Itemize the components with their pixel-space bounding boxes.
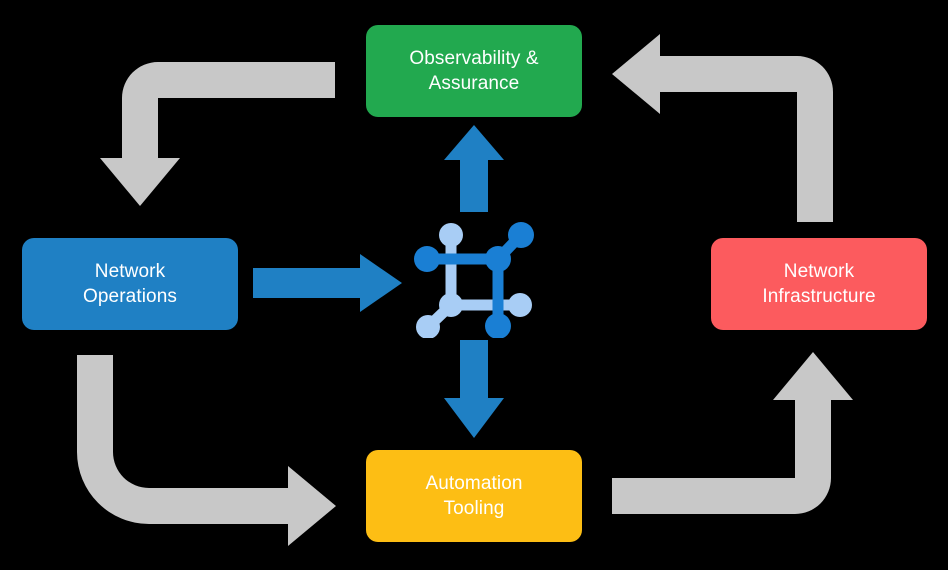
node-label-network-infrastructure: Network Infrastructure bbox=[762, 260, 876, 307]
node-box-network-infrastructure[interactable]: Network Infrastructure bbox=[711, 238, 927, 330]
gray-arrow-operations-to-automation bbox=[77, 355, 336, 546]
node-label-observability: Observability & Assurance bbox=[409, 47, 539, 94]
blue-arrow-operations-to-center bbox=[253, 254, 402, 312]
node-box-network-operations[interactable]: Network Operations bbox=[22, 238, 238, 330]
topology-nodes-dark bbox=[414, 222, 534, 338]
network-topology-icon bbox=[414, 222, 534, 338]
node-label-automation-tooling: Automation Tooling bbox=[425, 472, 523, 519]
topology-nodes-light bbox=[416, 223, 532, 338]
node-box-observability[interactable]: Observability & Assurance bbox=[366, 25, 582, 117]
gray-arrow-automation-to-infrastructure bbox=[612, 352, 853, 514]
node-label-network-operations: Network Operations bbox=[83, 260, 177, 307]
blue-arrow-center-to-automation bbox=[444, 340, 504, 438]
blue-arrow-center-to-observability bbox=[444, 125, 504, 212]
gray-arrow-infrastructure-to-observability bbox=[612, 34, 833, 222]
node-box-automation-tooling[interactable]: Automation Tooling bbox=[366, 450, 582, 542]
gray-arrow-observability-to-operations bbox=[100, 62, 335, 206]
